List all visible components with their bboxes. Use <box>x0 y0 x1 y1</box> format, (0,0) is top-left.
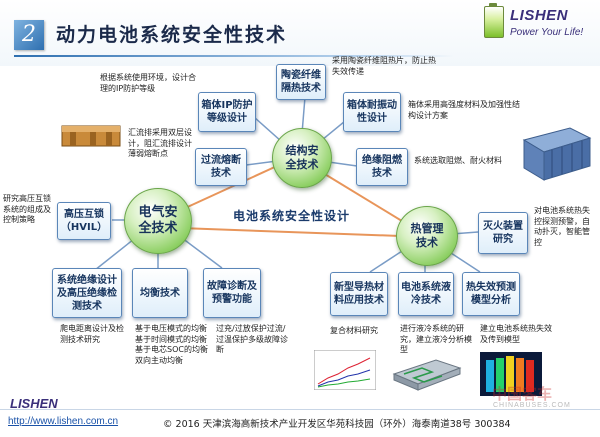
footer-copyright: © 2016 天津滨海高新技术产业开发区华苑科技园（环外）海泰南道38号 300… <box>163 419 511 430</box>
box-fire-suppression: 灭火装置研究 <box>478 212 528 254</box>
note-fault: 过充/过放保护过流/过温保护多级故障诊断 <box>216 324 288 354</box>
box-ip-protection: 箱体IP防护等级设计 <box>198 92 256 132</box>
note-balancing: 基于电压模式的均衡基于时间模式的均衡基于电芯SOC的均衡双向主动均衡 <box>135 324 208 365</box>
note-fire: 对电池系统热失控探测预警，自动扑灭，智能管控 <box>534 206 590 247</box>
note-fuse: 汇流排采用双层设计，阻汇流排设计薄弱熔断点 <box>128 128 192 158</box>
footer-url-link[interactable]: http://www.lishen.com.cn <box>8 416 119 427</box>
watermark-sub: CHINABUSES.COM <box>493 402 571 409</box>
link-structural-electrical <box>169 159 291 216</box>
note-flame: 系统选取阻燃、耐火材料 <box>414 156 502 165</box>
box-insulation-flame: 绝缘阻燃技术 <box>356 148 408 186</box>
hub-electrical: 电气安全技术 <box>124 188 192 254</box>
link-electrical-thermal <box>179 227 401 237</box>
box-insulation-detection: 系统绝缘设计及高压绝缘检测技术 <box>52 268 122 318</box>
box-ceramic-fiber: 陶瓷纤维隔热技术 <box>276 64 326 100</box>
header-divider <box>14 55 454 57</box>
box-balancing: 均衡技术 <box>132 268 188 318</box>
footer-brand-logo: LISHEN <box>10 396 58 411</box>
thermal-model-image <box>480 352 542 396</box>
note-vibration: 箱体采用高强度材料及加强性结构设计方案 <box>408 100 520 120</box>
note-hvil: 研究高压互锁系统的组成及控制策略 <box>3 194 51 224</box>
brand-logo: LISHEN <box>510 7 569 24</box>
box-heat-conduction: 新型导热材料应用技术 <box>330 272 388 316</box>
note-detection: 爬电距离设计及检测技术研究 <box>60 324 124 344</box>
box-hvil: 高压互锁（HVIL） <box>57 202 111 240</box>
box-fault-diagnosis: 故障诊断及预警功能 <box>203 268 261 318</box>
material-chart-image <box>314 350 376 390</box>
battery-pack-image <box>522 127 592 181</box>
section-number-badge: 2 <box>14 20 44 50</box>
watermark: 中国客车 <box>492 385 553 403</box>
box-vibration: 箱体耐振动性设计 <box>343 92 401 132</box>
note-cooling: 进行液冷系统的研究，建立液冷分析模型 <box>400 324 472 354</box>
hub-thermal: 热管理技术 <box>396 206 458 266</box>
battery-icon-cap <box>489 3 497 7</box>
box-overcurrent-fuse: 过流熔断技术 <box>195 148 247 186</box>
note-ip: 根据系统使用环境，设计合理的IP防护等级 <box>100 73 196 93</box>
page-title: 动力电池系统安全性技术 <box>56 24 288 46</box>
note-ceramic: 采用陶瓷纤维阻热片，防止热失效传递 <box>332 56 436 76</box>
center-label: 电池系统安全性设计 <box>233 209 351 223</box>
box-liquid-cooling: 电池系统液冷技术 <box>398 272 454 316</box>
footer-divider <box>0 409 600 410</box>
hub-structural: 结构安全技术 <box>272 128 332 188</box>
busbar-image <box>61 125 121 147</box>
brand-slogan: Power Your Life! <box>510 27 584 38</box>
note-runaway: 建立电池系统热失效及传到模型 <box>480 324 552 344</box>
box-thermal-runaway: 热失效预测模型分析 <box>462 272 520 316</box>
note-material: 复合材料研究 <box>330 326 378 335</box>
battery-icon <box>484 6 504 38</box>
liquid-cooling-image <box>392 359 462 391</box>
